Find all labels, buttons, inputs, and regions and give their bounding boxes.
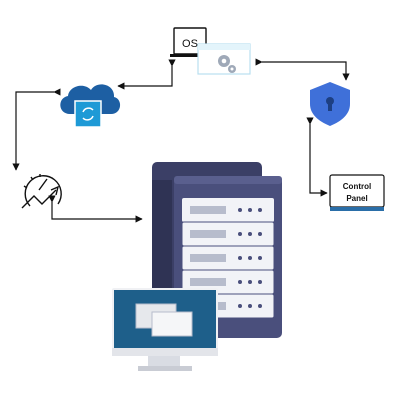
server-unit-2 — [181, 221, 275, 247]
shield-lock-icon — [310, 82, 350, 126]
cloud-sync-icon — [60, 84, 121, 128]
connector-os-cloud — [117, 59, 176, 90]
os-label: OS — [182, 38, 198, 50]
gears-icon — [197, 43, 251, 75]
server-unit-1 — [182, 198, 274, 222]
connector-os-shield — [255, 58, 350, 81]
connector-lines — [12, 58, 350, 223]
connector-cloud-speedometer — [12, 88, 61, 171]
control-panel-label-line2: Panel — [346, 194, 367, 203]
control-panel-label-line1: Control — [343, 182, 371, 191]
connector-speedometer-server — [48, 195, 143, 223]
server-unit-3 — [181, 245, 275, 271]
connector-shield-controlpanel — [306, 117, 328, 197]
speedometer-icon — [21, 174, 62, 209]
control-panel-icon: Control Panel — [329, 174, 385, 211]
monitor-icon — [112, 288, 218, 371]
